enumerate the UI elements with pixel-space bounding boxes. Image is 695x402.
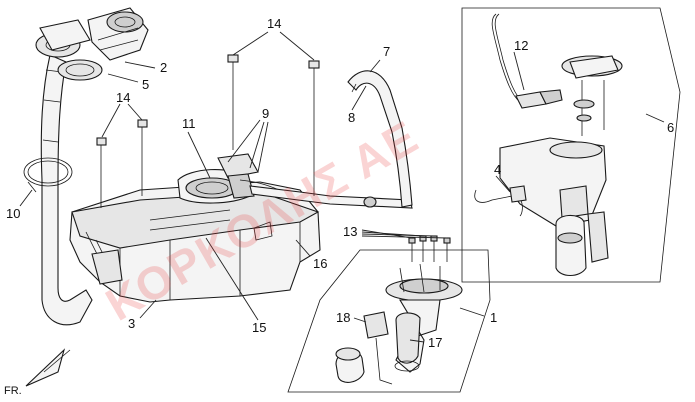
fuel-pump-module — [499, 137, 609, 277]
callout-2: 2 — [160, 60, 167, 75]
leader-lines — [19, 31, 665, 343]
callout-5: 5 — [142, 77, 149, 92]
bolt — [227, 54, 239, 150]
front-direction-arrow — [25, 348, 71, 387]
callout-8: 8 — [348, 110, 355, 125]
callout-7: 7 — [383, 44, 390, 59]
callout-17: 17 — [428, 335, 442, 350]
pump-assembly-box — [461, 7, 681, 283]
screw — [408, 235, 451, 262]
callout-16: 16 — [313, 256, 327, 271]
fuel-hose — [347, 70, 413, 208]
hose-clamp — [23, 157, 73, 193]
callout-18: 18 — [336, 310, 350, 325]
callout-11: 11 — [182, 116, 196, 131]
direction-label: FR. — [4, 385, 22, 397]
fuel-pump-kit-box — [287, 249, 491, 393]
fuel-tank — [69, 168, 321, 303]
callout-14: 14 — [116, 90, 130, 105]
callout-9: 9 — [262, 106, 269, 121]
filler-pipe — [35, 19, 93, 326]
callout-4: 4 — [494, 162, 501, 177]
callout-15: 15 — [252, 320, 266, 335]
bolt — [137, 119, 148, 196]
callout-12: 12 — [514, 38, 528, 53]
wire-harness — [491, 13, 563, 109]
fuel-pump — [385, 263, 463, 373]
callout-10: 10 — [6, 206, 20, 221]
bolt — [96, 137, 107, 208]
callout-13: 13 — [343, 224, 357, 239]
breather-hose — [249, 185, 413, 209]
callout-3: 3 — [128, 316, 135, 331]
callout-1: 1 — [490, 310, 497, 325]
callout-6: 6 — [667, 120, 674, 135]
clamp-band — [57, 59, 103, 81]
fuel-level-sender — [363, 311, 393, 385]
fuel-cap-assembly — [87, 7, 149, 61]
pump-top-flange — [561, 55, 623, 136]
callout-14: 14 — [267, 16, 281, 31]
sensor-wire — [474, 185, 527, 217]
fuel-filter — [335, 347, 365, 383]
vent-valve — [217, 153, 285, 199]
bolt — [308, 60, 320, 196]
